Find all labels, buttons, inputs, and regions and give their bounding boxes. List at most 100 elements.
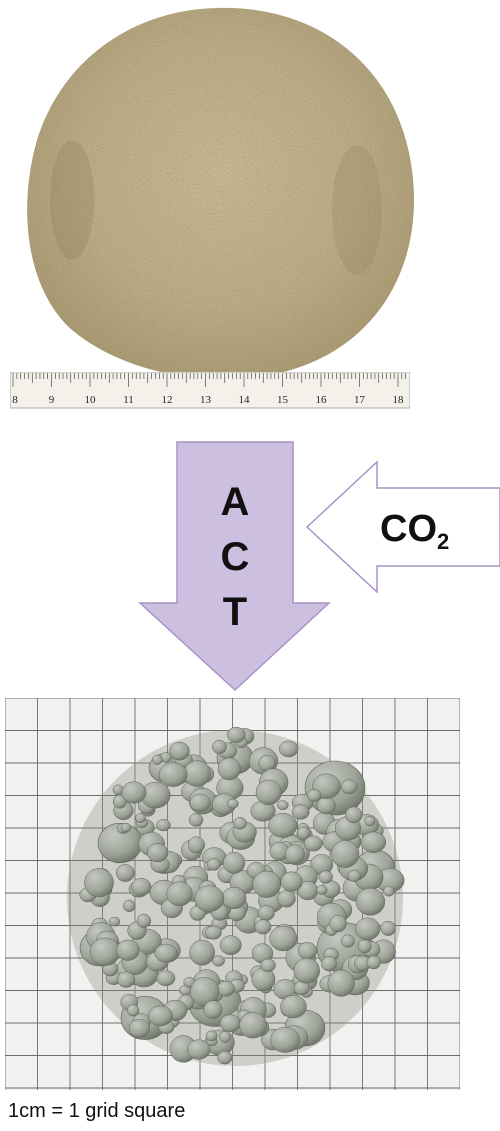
pellet <box>303 835 323 852</box>
pellet <box>89 937 121 966</box>
pellet <box>131 878 152 896</box>
pellet <box>212 739 227 754</box>
pellet <box>169 741 190 761</box>
pellet <box>316 885 328 895</box>
ruler-tick-labels: 8 9 10 11 12 13 14 15 16 17 18 <box>12 394 404 406</box>
pellet <box>366 955 381 970</box>
pellet <box>205 1030 218 1042</box>
ruler-tick-label: 16 <box>316 394 328 406</box>
pellet <box>207 858 221 871</box>
ruler-tick-label: 17 <box>354 394 366 406</box>
pellet <box>135 813 146 823</box>
pellet <box>166 881 193 907</box>
pellet <box>205 925 222 940</box>
pellet <box>297 942 318 960</box>
ruler-tick-label: 12 <box>162 394 173 406</box>
pellet <box>280 995 307 1019</box>
ruler-tick-label: 9 <box>49 394 55 406</box>
pellet <box>340 779 358 795</box>
pellet <box>270 1027 301 1053</box>
ruler-tick-label: 11 <box>123 394 134 406</box>
pellet <box>219 1014 241 1033</box>
pellet <box>307 789 322 802</box>
pellet <box>154 943 178 963</box>
pellet <box>120 822 132 833</box>
pellet <box>217 1050 233 1065</box>
pellet <box>152 754 163 765</box>
pellet <box>183 760 211 787</box>
pellet <box>188 813 204 827</box>
pellet <box>321 956 337 972</box>
pellet <box>212 955 225 967</box>
pellet <box>360 831 387 853</box>
ruler: 8 9 10 11 12 13 14 15 16 17 18 <box>10 372 410 409</box>
pellet <box>239 1012 267 1039</box>
powder-grain-texture <box>27 7 415 380</box>
powder-shadow-right <box>332 145 382 275</box>
pellet <box>268 812 298 838</box>
pellet <box>277 890 296 908</box>
pellet <box>194 885 225 912</box>
co2-label: CO2 <box>380 508 449 554</box>
pellet <box>347 869 361 882</box>
pellet <box>284 844 305 864</box>
pellet <box>260 958 276 972</box>
pellet <box>117 971 136 988</box>
pellet <box>219 935 242 956</box>
pellet <box>252 870 282 898</box>
pellet <box>217 757 241 781</box>
pellet <box>156 970 176 987</box>
act-down-arrow <box>138 441 331 692</box>
grid-scale-caption: 1cm = 1 grid square <box>8 1100 186 1122</box>
pellet <box>383 885 395 897</box>
pellet <box>318 870 333 884</box>
pellet <box>123 899 136 912</box>
pellet <box>84 868 114 898</box>
pellet <box>216 980 235 997</box>
pellet <box>291 804 310 820</box>
ruler-tick-label: 10 <box>85 394 97 406</box>
pellet <box>226 726 246 743</box>
pellet <box>254 919 272 935</box>
pellet <box>329 915 347 933</box>
pellet <box>227 798 239 809</box>
pellet <box>257 905 275 921</box>
pellet <box>380 920 396 936</box>
pellet <box>126 1004 140 1017</box>
pellet-pile <box>79 726 405 1065</box>
pellet <box>128 1019 151 1038</box>
pellet-sample-image <box>5 698 460 1090</box>
pellet <box>296 826 311 840</box>
pellet <box>158 762 188 787</box>
pellet <box>108 916 121 927</box>
pellet <box>147 1005 173 1027</box>
ruler-tick-label: 18 <box>393 394 405 406</box>
pellet <box>331 840 360 868</box>
pellet <box>355 887 386 916</box>
powder-sample-image <box>27 7 415 380</box>
pellet <box>116 939 140 961</box>
ruler-ticks <box>12 373 407 387</box>
co2-label-subscript: 2 <box>437 529 449 554</box>
pellet <box>364 815 376 827</box>
co2-label-main: CO <box>380 508 437 550</box>
pellet <box>221 886 247 910</box>
pellet <box>269 925 298 952</box>
pellet <box>187 836 205 854</box>
ruler-tick-label: 15 <box>277 394 289 406</box>
ruler-tick-label: 8 <box>12 394 18 406</box>
ruler-tick-label: 13 <box>200 394 212 406</box>
pellet <box>355 917 381 941</box>
pellet <box>340 934 355 948</box>
pellet <box>280 871 303 892</box>
pellet <box>293 957 320 984</box>
pellet <box>255 779 282 806</box>
pellet <box>222 851 246 874</box>
process-arrows: A C T CO2 <box>138 441 500 692</box>
pellet <box>136 913 152 928</box>
act-letter-t: T <box>223 590 247 634</box>
pellet <box>115 864 135 882</box>
pellet <box>189 939 215 966</box>
ruler-tick-label: 14 <box>239 394 251 406</box>
pellet <box>357 939 372 954</box>
